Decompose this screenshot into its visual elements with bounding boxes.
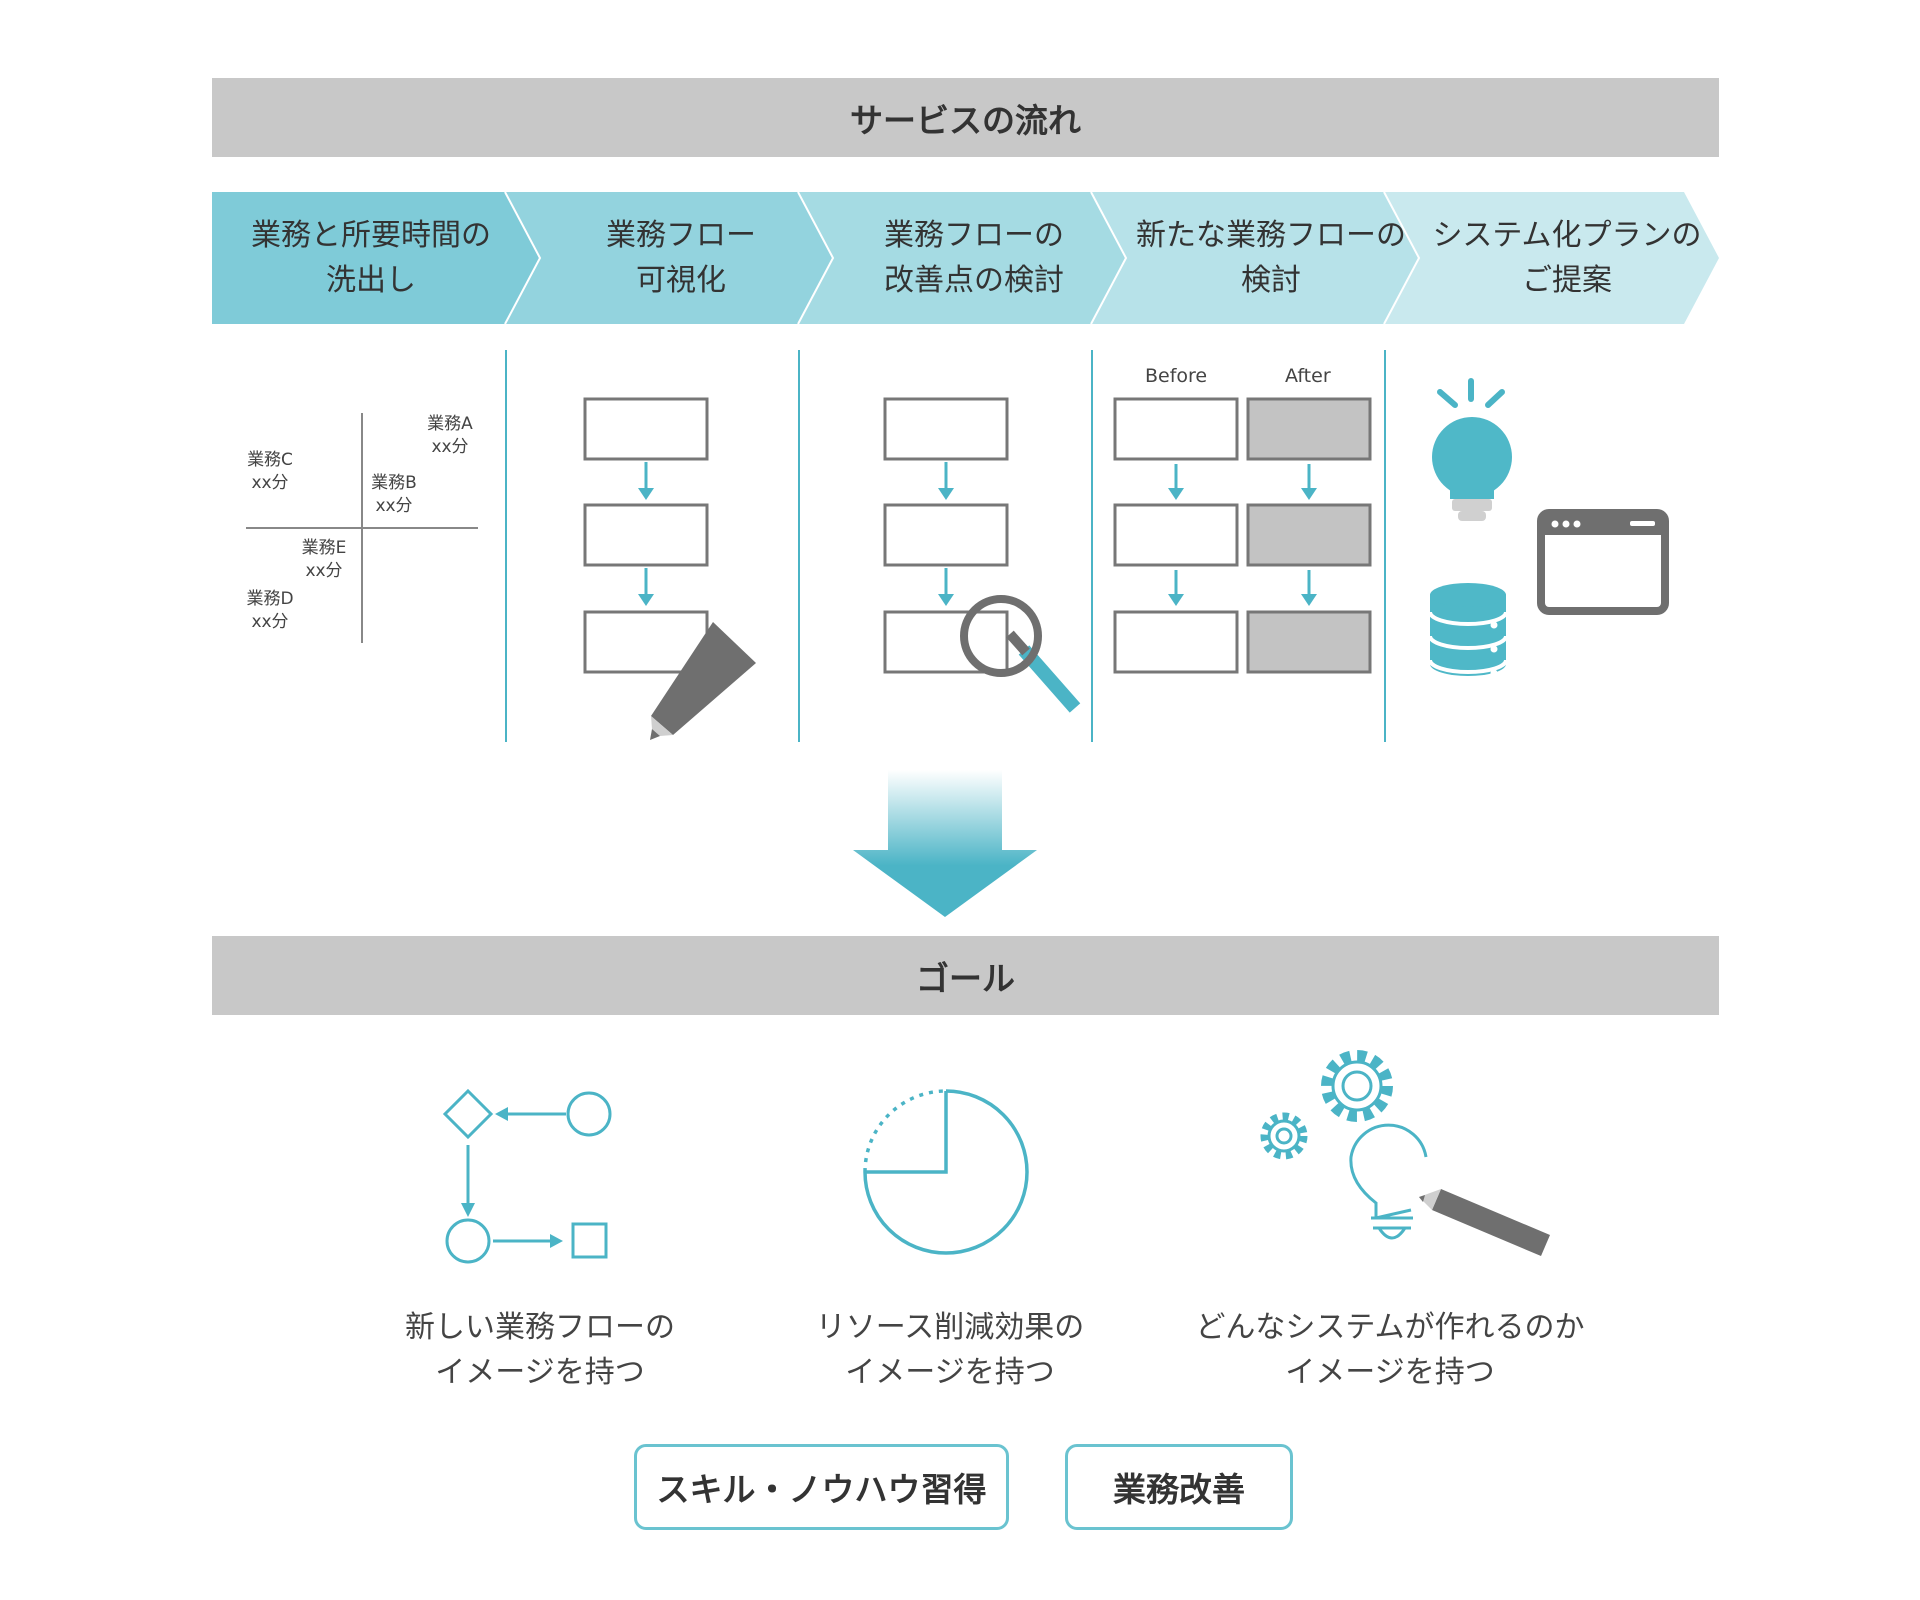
flow-review-icon <box>883 397 1081 713</box>
down-arrow-icon <box>853 770 1037 917</box>
step-4-line1: 新たな業務フローの <box>1136 218 1406 253</box>
step-label-2: 業務フロー 可視化 <box>505 192 857 324</box>
flow-visualize-icon <box>583 397 756 740</box>
skill-badge: スキル・ノウハウ習得 <box>634 1444 1009 1530</box>
goal-1-line1: 新しい業務フローの <box>405 1310 675 1345</box>
pencil-icon <box>1419 1189 1550 1256</box>
small-gear-icon <box>1260 1112 1308 1160</box>
matrix-c-name: 業務C <box>247 450 293 470</box>
large-gear-icon <box>1321 1050 1393 1122</box>
matrix-b-name: 業務B <box>371 473 417 493</box>
goal-text-2: リソース削減効果の イメージを持つ <box>750 1305 1150 1395</box>
pie-chart-icon <box>863 1089 1029 1255</box>
step-label-3: 業務フローの 改善点の検討 <box>798 192 1150 324</box>
matrix-e-time: xx分 <box>305 561 343 581</box>
column-divider <box>798 350 800 742</box>
system-plan-icon <box>1428 378 1669 677</box>
matrix-label-e: 業務E xx分 <box>292 537 356 583</box>
column-divider <box>1384 350 1386 742</box>
step-4-line2: 検討 <box>1241 263 1301 298</box>
matrix-a-time: xx分 <box>431 437 469 457</box>
goal-3-line2: イメージを持つ <box>1285 1355 1495 1390</box>
magnifier-icon <box>960 595 1081 713</box>
task-matrix-icon <box>246 413 478 643</box>
matrix-d-name: 業務D <box>246 589 294 609</box>
service-flow-title: サービスの流れ <box>850 100 1081 140</box>
matrix-b-time: xx分 <box>375 496 413 516</box>
matrix-c-time: xx分 <box>251 473 289 493</box>
step-3-line2: 改善点の検討 <box>884 263 1064 298</box>
after-label: After <box>1285 365 1331 387</box>
step-3-line1: 業務フローの <box>884 218 1064 253</box>
skill-badge-label: スキル・ノウハウ習得 <box>656 1470 987 1509</box>
goal-text-3: どんなシステムが作れるのか イメージを持つ <box>1160 1305 1620 1395</box>
improvement-badge-label: 業務改善 <box>1113 1470 1245 1509</box>
goal-1-line2: イメージを持つ <box>435 1355 645 1390</box>
goal-2-line1: リソース削減効果の <box>815 1310 1085 1345</box>
bulb-outline-icon <box>1349 1123 1428 1240</box>
goal-header: ゴール <box>212 936 1719 1015</box>
step-chevron-1 <box>212 192 540 324</box>
lightbulb-icon <box>1432 378 1512 521</box>
database-icon <box>1428 583 1508 677</box>
improvement-badge: 業務改善 <box>1065 1444 1293 1530</box>
step-2-line1: 業務フロー <box>606 218 756 253</box>
browser-window-icon <box>1537 509 1669 615</box>
idea-gears-icon <box>1260 1050 1550 1256</box>
matrix-label-d: 業務D xx分 <box>238 588 302 634</box>
step-chevron-2 <box>505 192 833 324</box>
matrix-label-b: 業務B xx分 <box>362 472 426 518</box>
goal-text-1: 新しい業務フローの イメージを持つ <box>340 1305 740 1395</box>
matrix-label-a: 業務A xx分 <box>418 413 482 459</box>
before-label: Before <box>1145 365 1208 387</box>
goal-title: ゴール <box>916 958 1015 998</box>
matrix-label-c: 業務C xx分 <box>238 449 302 495</box>
before-after-flow-icon <box>1113 397 1372 674</box>
step-1-line2: 洗出し <box>326 263 416 298</box>
step-chevron-3 <box>798 192 1126 324</box>
step-chevron-4 <box>1091 192 1419 324</box>
matrix-a-name: 業務A <box>427 414 473 434</box>
step-label-5: システム化プランの ご提案 <box>1384 192 1750 324</box>
step-2-line2: 可視化 <box>636 263 726 298</box>
service-flow-header: サービスの流れ <box>212 78 1719 157</box>
column-divider <box>505 350 507 742</box>
step-label-4: 新たな業務フローの 検討 <box>1091 192 1451 324</box>
matrix-e-name: 業務E <box>301 538 347 558</box>
column-divider <box>1091 350 1093 742</box>
pencil-icon <box>650 622 756 740</box>
step-5-line2: ご提案 <box>1522 263 1612 298</box>
matrix-d-time: xx分 <box>251 612 289 632</box>
step-chevrons <box>212 192 1719 324</box>
goal-3-line1: どんなシステムが作れるのか <box>1195 1310 1585 1345</box>
step-label-1: 業務と所要時間の 洗出し <box>212 192 530 324</box>
step-5-line1: システム化プランの <box>1432 218 1702 253</box>
flow-shapes-icon <box>442 1088 612 1264</box>
step-1-line1: 業務と所要時間の <box>251 218 491 253</box>
step-chevron-5 <box>1384 192 1719 324</box>
goal-2-line2: イメージを持つ <box>845 1355 1055 1390</box>
